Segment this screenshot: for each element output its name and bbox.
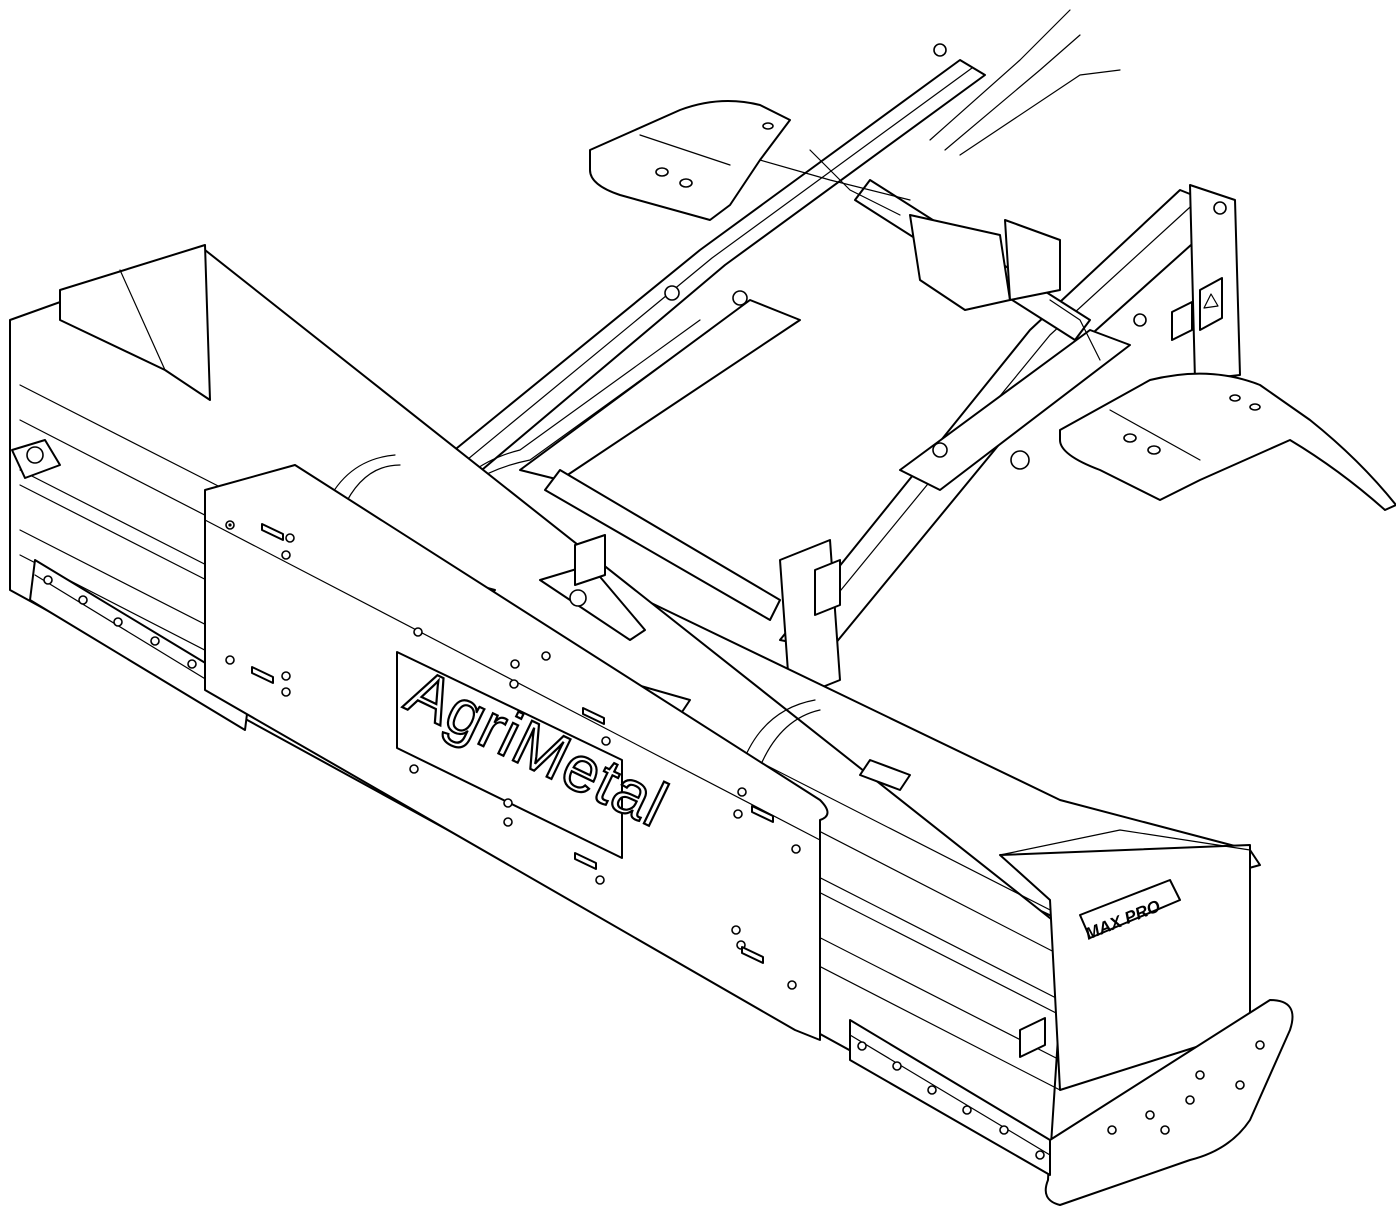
loader-frame [409, 9, 1241, 701]
left-mounting-plate [589, 100, 791, 221]
right-side-plate: MAX PRO [849, 829, 1294, 1206]
face-plate-fasteners [225, 520, 801, 990]
right-mounting-plate [1059, 372, 1396, 511]
cutting-edge-bolts [43, 575, 1045, 1160]
